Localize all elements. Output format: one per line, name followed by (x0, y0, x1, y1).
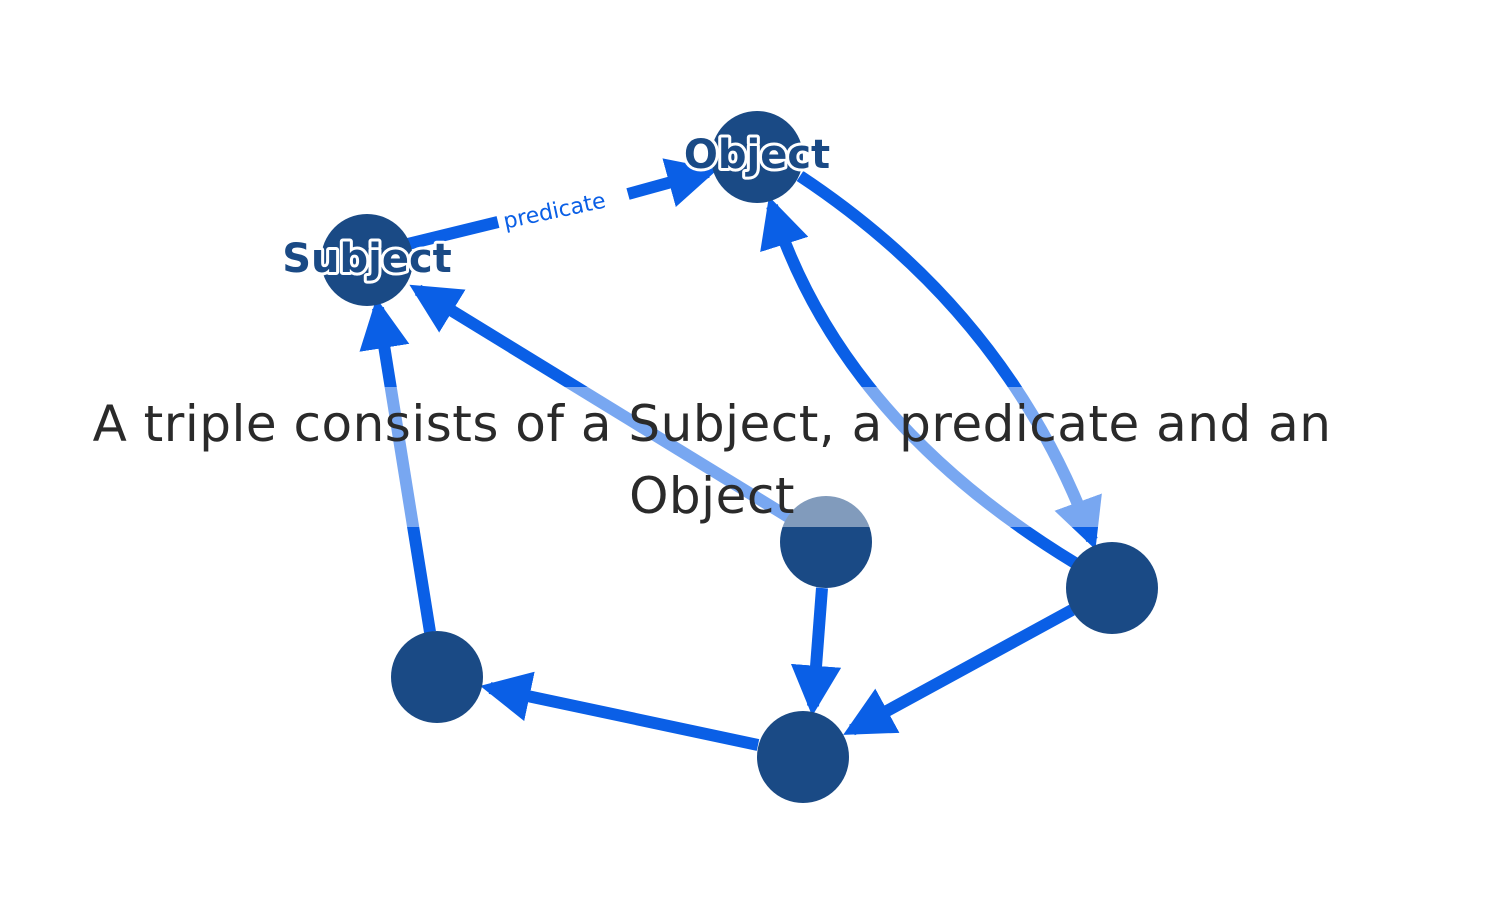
edge-center-bottom (790, 587, 842, 717)
edge-subject-object: predicate (406, 158, 718, 250)
node-bottom[interactable] (757, 711, 849, 803)
edge-left-subject (359, 298, 436, 633)
edge-bottom-left (480, 671, 760, 751)
caption-background (0, 387, 1496, 527)
node-center[interactable] (780, 496, 872, 588)
edge-right-bottom (843, 604, 1075, 736)
edge-right-object (760, 196, 1079, 569)
predicate-label: predicate (501, 189, 608, 235)
caption-line-1: A triple consists of a Subject, a predic… (92, 395, 1332, 453)
edge-object-right (796, 170, 1102, 550)
node-right[interactable] (1066, 542, 1158, 634)
diagram-caption: A triple consists of a Subject, a predic… (0, 388, 1424, 532)
edge-center-subject (409, 284, 794, 524)
node-left[interactable] (391, 631, 483, 723)
subject-label: Subject (282, 236, 452, 282)
edge-segment (406, 216, 500, 250)
object-label: Object (684, 132, 830, 178)
node-object[interactable] (711, 111, 803, 203)
caption-line-2: Object (629, 467, 795, 525)
edge-segment (626, 158, 718, 207)
node-subject[interactable] (321, 214, 413, 306)
